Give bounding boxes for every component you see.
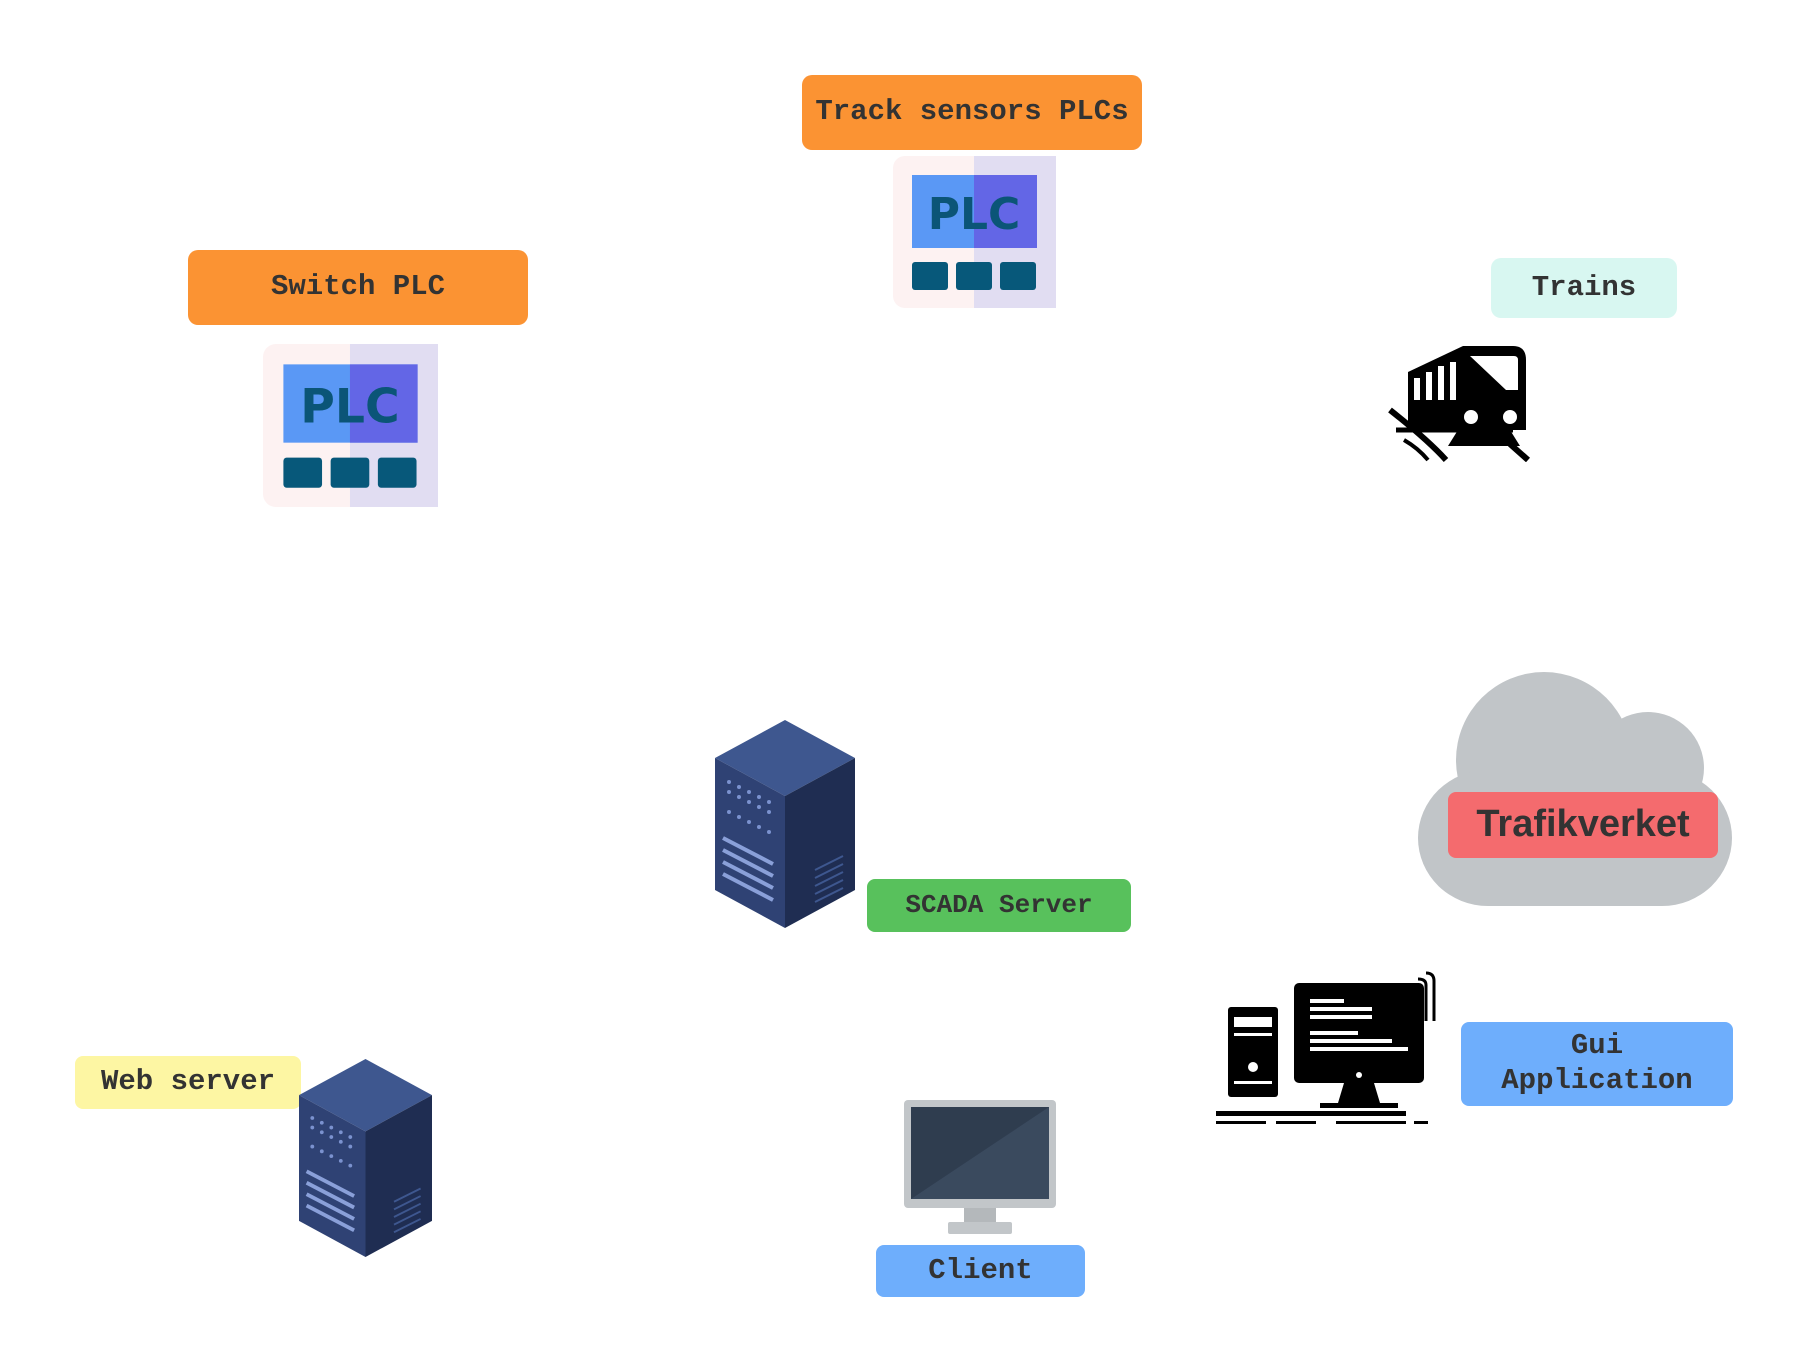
scada-server-label: SCADA Server (867, 879, 1131, 932)
web-server-icon (299, 1059, 432, 1257)
trafikverket-label: Trafikverket (1448, 792, 1718, 858)
trains-label: Trains (1491, 258, 1677, 318)
workstation-icon (1216, 971, 1436, 1126)
plc-icon-text: PLC (928, 189, 1021, 240)
web-server-label: Web server (75, 1056, 301, 1109)
switch-plc-label: Switch PLC (188, 250, 528, 325)
scada-server-icon (715, 720, 855, 928)
train-icon (1388, 340, 1540, 462)
monitor-icon (904, 1100, 1056, 1236)
plc-icon-text: PLC (300, 379, 399, 434)
switch-plc-icon: PLC (263, 344, 438, 507)
cloud-icon (1418, 668, 1732, 908)
track-sensors-label: Track sensors PLCs (802, 75, 1142, 150)
gui-application-label: Gui Application (1461, 1022, 1733, 1106)
track-sensors-plc-icon: PLC (893, 156, 1056, 308)
client-label: Client (876, 1245, 1085, 1297)
